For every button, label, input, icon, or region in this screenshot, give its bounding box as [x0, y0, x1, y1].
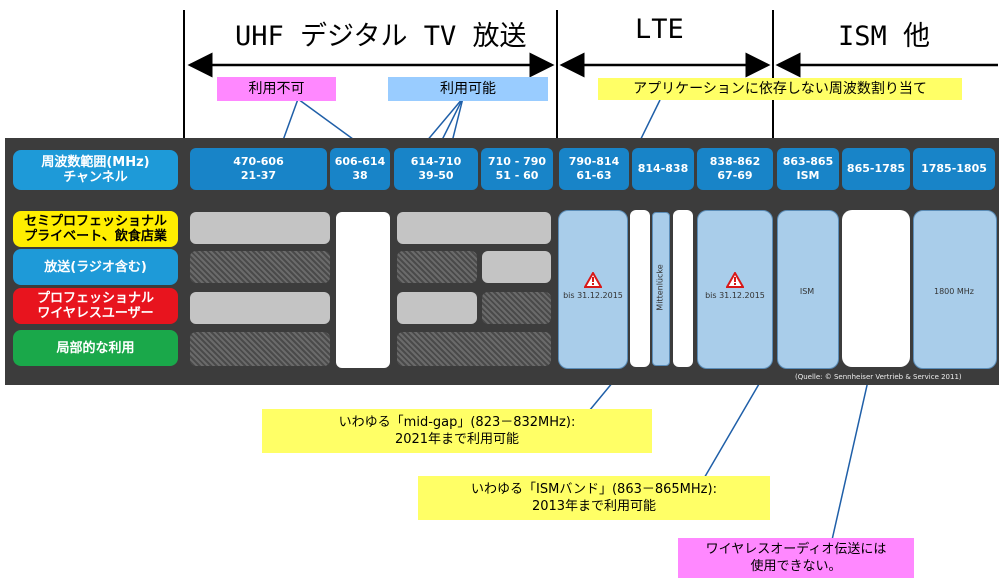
cell-pro-470	[190, 292, 330, 324]
cell-broadcast-710	[482, 251, 551, 283]
channel-freq: 1785-1805	[921, 162, 987, 175]
cell-814-white	[630, 210, 650, 367]
warning-icon	[584, 272, 602, 288]
row-label-broadcast-text: 放送(ラジオ含む)	[44, 259, 147, 275]
unlicensed-label: アプリケーションに依存しない周波数割り当て	[598, 78, 962, 100]
ism-note-line2: 2013年まで利用可能	[531, 499, 657, 514]
channel-number: 21-37	[240, 169, 277, 182]
channel-freq: 838-862	[709, 155, 761, 168]
channel-freq: 814-838	[637, 162, 689, 175]
until-label-1: bis 31.12.2015	[563, 291, 623, 300]
midgap-note: いわゆる「mid-gap」(823－832MHz): 2021年まで利用可能	[262, 409, 652, 453]
until-label-2: bis 31.12.2015	[705, 291, 765, 300]
channel-cell: 1785-1805	[913, 148, 995, 190]
cell-mittenluecke	[652, 212, 670, 366]
channel-cell: 865-1785	[842, 148, 910, 190]
cell-ism	[777, 210, 839, 369]
wireless-note: ワイヤレスオーディオ伝送には 使用できない。	[678, 538, 914, 578]
ism-header: ISM 他	[838, 21, 931, 52]
cell-local-614	[397, 332, 551, 366]
available-label: 利用可能	[388, 77, 548, 101]
row-label-professional-line1: プロフェッショナル	[36, 291, 154, 306]
channel-number: 67-69	[717, 169, 753, 182]
mhz1800-label: 1800 MHz	[933, 287, 975, 296]
midgap-note-line2: 2021年まで利用可能	[394, 432, 520, 447]
channel-freq: 614-710	[410, 155, 462, 168]
cell-broadcast-470	[190, 251, 330, 283]
midgap-note-line1: いわゆる「mid-gap」(823－832MHz):	[338, 415, 576, 430]
unavailable-label: 利用不可	[217, 77, 336, 101]
cell-local-470	[190, 332, 330, 366]
channel-number: 39-50	[418, 169, 454, 182]
channel-freq: 790-814	[568, 155, 620, 168]
channel-freq: 865-1785	[846, 162, 906, 175]
channel-number: ISM	[796, 169, 820, 182]
cell-semipro-614	[397, 212, 551, 244]
channel-freq: 470-606	[233, 155, 284, 168]
channel-cell: 814-838	[632, 148, 694, 190]
wireless-note-line2: 使用できない。	[750, 559, 842, 574]
uhf-header: UHF デジタル TV 放送	[235, 21, 527, 52]
row-label-professional-line2: ワイヤレスユーザー	[37, 306, 154, 321]
wireless-note-line1: ワイヤレスオーディオ伝送には	[705, 542, 887, 557]
channel-freq: 710 - 790	[487, 155, 547, 168]
channel-number: 51 - 60	[495, 169, 539, 182]
channel-number: 38	[352, 169, 368, 182]
cell-pro-710	[482, 292, 551, 324]
cell-865-white	[842, 210, 910, 367]
channel-freq: 863-865	[782, 155, 834, 168]
cell-1800	[913, 210, 997, 369]
row-label-frequency-line2: チャンネル	[63, 170, 128, 185]
warning-icon	[726, 272, 744, 288]
cell-606-white	[336, 212, 390, 368]
row-label-semipro-line1: セミプロフェッショナル	[23, 214, 167, 229]
cell-broadcast-614	[397, 251, 477, 283]
lte-header: LTE	[635, 14, 684, 45]
cell-semipro-470	[190, 212, 330, 244]
channel-number: 61-63	[576, 169, 612, 182]
row-label-semipro-line2: プライベート、飲食店業	[24, 229, 167, 244]
cell-lte-790	[558, 210, 628, 369]
row-label-local: 局部的な利用	[13, 330, 178, 366]
row-label-local-text: 局部的な利用	[56, 340, 135, 356]
ism-note-line1: いわゆる「ISMバンド」(863－865MHz):	[471, 482, 717, 497]
ism-cell-label: ISM	[799, 287, 815, 296]
mittenluecke-label: Mittenlücke	[655, 264, 665, 311]
row-label-frequency-line1: 周波数範囲(MHz)	[41, 155, 150, 170]
row-label-frequency: 周波数範囲(MHz) チャンネル	[13, 150, 178, 190]
cell-830-white	[673, 210, 693, 367]
row-label-broadcast: 放送(ラジオ含む)	[13, 249, 178, 285]
cell-pro-614	[397, 292, 477, 324]
channel-freq: 606-614	[334, 155, 386, 168]
source-credit: (Quelle: © Sennheiser Vertrieb & Service…	[795, 373, 962, 381]
ism-note: いわゆる「ISMバンド」(863－865MHz): 2013年まで利用可能	[418, 476, 770, 520]
row-label-semipro: セミプロフェッショナル プライベート、飲食店業	[13, 211, 178, 247]
row-label-professional: プロフェッショナル ワイヤレスユーザー	[13, 288, 178, 324]
cell-lte-838	[697, 210, 773, 369]
